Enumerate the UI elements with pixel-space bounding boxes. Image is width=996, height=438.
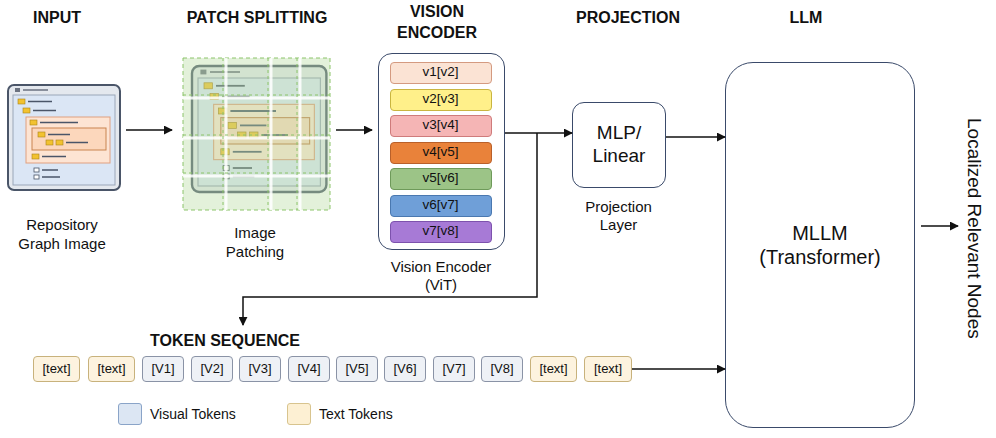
node-label: [text]	[34, 357, 79, 381]
section-heading: INPUT	[7, 8, 107, 28]
node-label: [V8]	[482, 357, 522, 381]
patch-grid-line	[297, 58, 298, 210]
patch-grid-line	[268, 58, 269, 210]
legend-label: Visual Tokens	[150, 406, 236, 422]
flow-connector	[666, 136, 725, 138]
node-label: v5[v6]	[391, 169, 491, 189]
visual-token: [V8]	[481, 356, 523, 382]
patch-grid-line	[270, 58, 273, 210]
patch-overlay	[183, 58, 330, 210]
node-label: v3[v4]	[391, 116, 491, 136]
node-label: [V3]	[240, 357, 280, 381]
legend-entry: Text Tokens	[287, 403, 393, 425]
visual-token: [V4]	[288, 356, 330, 382]
node-label: [V1]	[143, 357, 183, 381]
node-label: MLP/ Linear	[573, 103, 665, 187]
node-caption: Vision Encoder (ViT)	[376, 258, 506, 294]
image-caption: Repository Graph Image	[12, 216, 112, 254]
node-label: [V6]	[385, 357, 425, 381]
visual-token: [V7]	[433, 356, 475, 382]
node-label: MLLM (Transformer)	[726, 63, 914, 427]
node-label: [text]	[89, 357, 134, 381]
patch-grid	[183, 58, 330, 210]
patch-grid-line	[183, 95, 330, 96]
node-label: v6[v7]	[391, 196, 491, 216]
repository-graph-image	[8, 85, 120, 190]
encoder-layer: v2[v3]	[390, 89, 492, 111]
visual-token: [V2]	[191, 356, 233, 382]
encoder-layer: v6[v7]	[390, 195, 492, 217]
output-label: Localized Relevant Nodes	[962, 118, 986, 339]
node-label: v1[v2]	[391, 63, 491, 83]
patch-grid-line	[183, 137, 330, 140]
legend-swatch	[118, 403, 142, 425]
vision-encoder: Vision Encoder (ViT)v1[v2]v2[v3]v3[v4]v4…	[378, 53, 505, 250]
patch-grid-line	[183, 173, 330, 174]
text-token: [text]	[33, 356, 80, 382]
section-heading: PATCH SPLITTING	[177, 8, 337, 28]
patch-grid-line	[183, 175, 330, 178]
node-label: [V4]	[289, 357, 329, 381]
patch-grid-line	[183, 97, 330, 100]
node-label: [V5]	[337, 357, 377, 381]
text-token: [text]	[88, 356, 135, 382]
node-label: v4[v5]	[391, 143, 491, 163]
patch-grid-line	[299, 58, 302, 210]
legend-label: Text Tokens	[319, 406, 393, 422]
text-token: [text]	[530, 356, 577, 382]
section-heading: TOKEN SEQUENCE	[150, 331, 350, 351]
flow-arrow	[336, 129, 372, 131]
flow-arrow	[126, 129, 172, 131]
flow-connector	[632, 368, 725, 370]
encoder-layer: v4[v5]	[390, 142, 492, 164]
mllm-box: MLLM (Transformer)	[725, 62, 915, 428]
visual-token: [V5]	[336, 356, 378, 382]
node-label: [text]	[531, 357, 576, 381]
patch-grid-dashes	[183, 58, 330, 210]
patch-grid-line	[183, 135, 330, 136]
legend-entry: Visual Tokens	[118, 403, 236, 425]
output-arrow	[921, 225, 958, 227]
node-label: [V7]	[434, 357, 474, 381]
projection-layer: MLP/ LinearProjection Layer	[572, 102, 666, 188]
encoder-layer: v5[v6]	[390, 168, 492, 190]
node-label: v7[v8]	[391, 222, 491, 242]
visual-token: [V1]	[142, 356, 184, 382]
legend-swatch	[287, 403, 311, 425]
node-label: [V2]	[192, 357, 232, 381]
node-caption: Projection Layer	[569, 198, 669, 234]
section-heading: VISION ENCODER	[377, 2, 497, 44]
node-label: v2[v3]	[391, 90, 491, 110]
encoder-layer: v3[v4]	[390, 115, 492, 137]
encoder-layer: v7[v8]	[390, 221, 492, 243]
visual-token: [V6]	[384, 356, 426, 382]
section-heading: PROJECTION	[568, 8, 688, 28]
section-heading: LLM	[766, 8, 846, 28]
text-token: [text]	[584, 356, 632, 382]
node-label: [text]	[585, 357, 631, 381]
image-caption: Image Patching	[213, 224, 297, 262]
encoder-layer: v1[v2]	[390, 62, 492, 84]
visual-token: [V3]	[239, 356, 281, 382]
flow-connector	[505, 132, 572, 134]
patch-grid-line	[225, 58, 228, 210]
patch-grid-line	[223, 58, 224, 210]
